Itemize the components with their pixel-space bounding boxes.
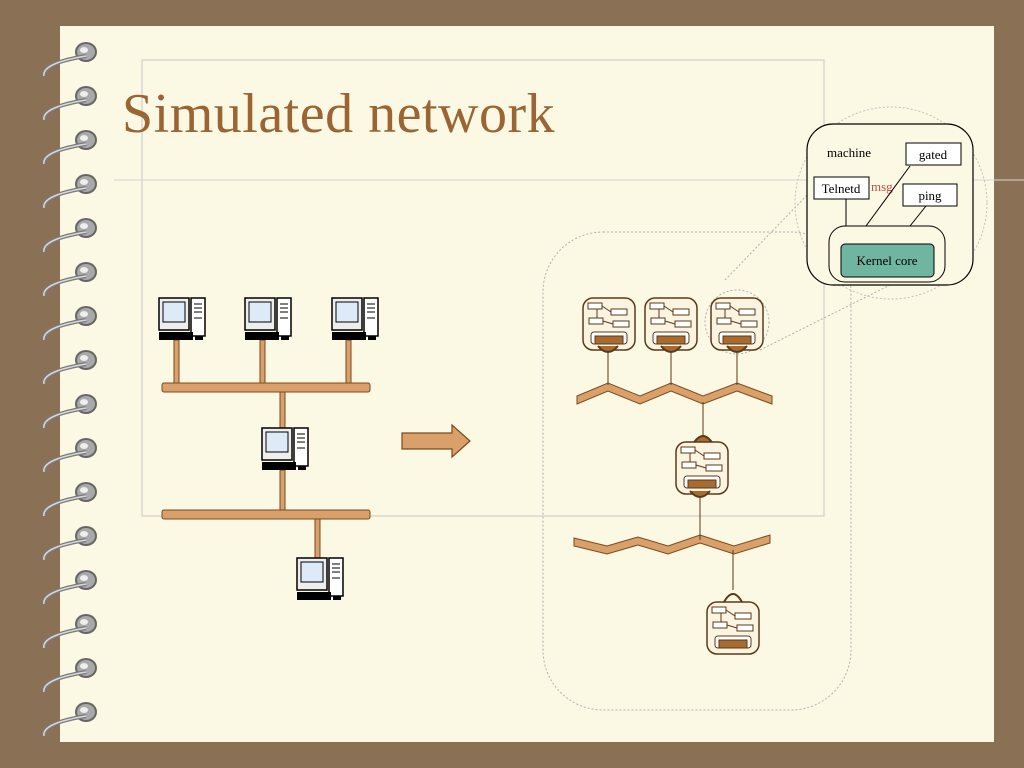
computer-icon [244,297,292,341]
kernel-core-box [840,243,935,278]
telnetd-process [813,176,870,200]
arrow-icon [401,423,471,459]
computer-icon [296,557,344,601]
simulated-router-icon [675,441,729,495]
ping-label: ping [918,188,942,203]
kernel-core-label: Kernel core [857,253,918,268]
simulation-boundary [542,231,852,711]
network-wire-1 [576,382,773,405]
ping-process [902,183,958,207]
computer-icon [331,297,379,341]
simulated-machine-icon [710,297,764,351]
telnetd-label: Telnetd [822,181,861,196]
simulated-machine-icon [582,297,636,351]
network-bus-2 [161,509,371,520]
gated-process [905,142,962,166]
machine-label: machine [827,145,871,160]
network-bus-1 [161,382,371,393]
simulated-network [542,231,852,711]
physical-network [158,297,379,601]
spiral-binding [41,40,99,738]
msg-label: msg [871,179,893,194]
gated-label: gated [919,147,948,162]
computer-icon [261,427,309,471]
simulated-machine-icon [706,601,760,655]
slide-title: Simulated network [122,83,556,145]
network-wire-2 [573,534,771,555]
simulated-machine-icon [644,297,698,351]
machine-detail: machine gated Telnetd msg ping Kernel co… [794,106,988,300]
placeholder-frame [141,59,825,517]
computer-icon [158,297,206,341]
